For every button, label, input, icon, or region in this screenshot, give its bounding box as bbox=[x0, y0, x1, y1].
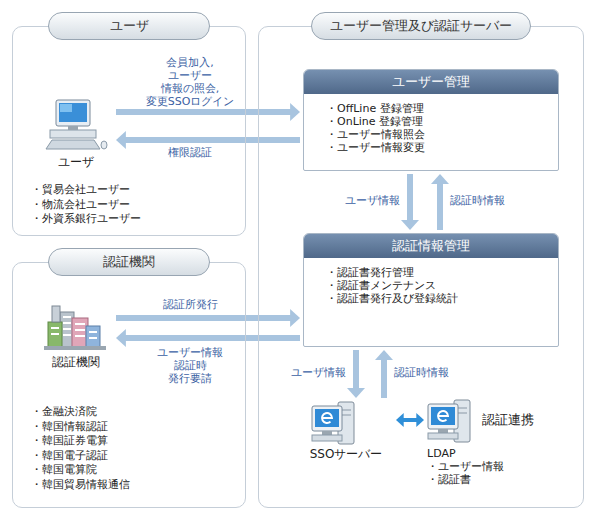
connector-arrow bbox=[116, 329, 300, 347]
icon-node: SSOサーバー bbox=[299, 401, 393, 467]
panel-tab: ユーザ bbox=[48, 12, 210, 40]
icon-label: 認証機関 bbox=[39, 355, 113, 369]
edge-label: 認証時情報 bbox=[448, 194, 507, 207]
bullet-item: ・認証書メンテナンス bbox=[326, 279, 558, 292]
bullet-item: ・OffLine 登録管理 bbox=[326, 102, 558, 115]
annotation-label: 認証連携 bbox=[482, 411, 534, 429]
edge-label: 会員加入, ユーザー 情報の照会, 変更SSOログイン bbox=[144, 56, 237, 108]
panel-tab: ユーザー管理及び認証サーバー bbox=[311, 12, 531, 40]
box-node: 認証情報管理・認証書発行管理・認証書メンテナンス・認証書発行及び登録統計 bbox=[303, 233, 559, 347]
sso-server-icon bbox=[312, 402, 354, 444]
icon-label: ユーザ bbox=[39, 155, 113, 169]
bullet-item: ・金融決済院 bbox=[31, 405, 130, 420]
bullet-item: ・韓国情報認証 bbox=[31, 420, 130, 435]
bullet-item: ・認証書発行及び登録統計 bbox=[326, 292, 558, 305]
edge-label: ユーザ情報 bbox=[343, 194, 402, 207]
box-node: ユーザー管理・OffLine 登録管理・OnLine 登録管理・ユーザー情報照会… bbox=[303, 69, 559, 171]
edge-label: ユーザ情報 bbox=[289, 366, 348, 379]
server-name: LDAP bbox=[427, 447, 504, 460]
bullet-item: ・外資系銀行ユーザー bbox=[31, 212, 141, 227]
connector-arrow bbox=[375, 350, 393, 398]
connector-arrow bbox=[401, 174, 419, 230]
bullet-list: ・金融決済院・韓国情報認証・韓国証券電算・韓国電子認証・韓国電算院・韓国貿易情報… bbox=[31, 405, 130, 492]
box-body: ・OffLine 登録管理・OnLine 登録管理・ユーザー情報照会・ユーザー情… bbox=[304, 94, 558, 154]
box-header: ユーザー管理 bbox=[304, 70, 558, 94]
connector-arrow bbox=[347, 350, 365, 398]
panel-tab: 認証機関 bbox=[48, 248, 210, 276]
computer-icon bbox=[46, 100, 107, 149]
buildings-icon bbox=[44, 306, 106, 350]
connector-arrow bbox=[116, 309, 300, 327]
panel-node: ユーザー管理及び認証サーバーユーザー管理・OffLine 登録管理・OnLine… bbox=[258, 26, 584, 508]
icon-label-text: SSOサーバー bbox=[299, 447, 393, 461]
bullet-list: ・貿易会社ユーザー・物流会社ユーザー・外資系銀行ユーザー bbox=[31, 183, 141, 227]
bullet-item: ・ユーザー情報照会 bbox=[326, 128, 558, 141]
bullet-item: ・韓国証券電算 bbox=[31, 434, 130, 449]
icon-node: 認証機関 bbox=[39, 307, 113, 377]
bullet-item: ・韓国電子認証 bbox=[31, 449, 130, 464]
connector-arrow bbox=[396, 413, 424, 427]
bullet-item: ・認証書発行管理 bbox=[326, 266, 558, 279]
icon-label-text: ユーザ bbox=[39, 155, 113, 169]
bullet-item: ・貿易会社ユーザー bbox=[31, 183, 141, 198]
icon-label-text: 認証機関 bbox=[39, 355, 113, 369]
box-header: 認証情報管理 bbox=[304, 234, 558, 258]
bullet-item: ・韓国貿易情報通信 bbox=[31, 478, 130, 493]
bullet-item: ・認証書 bbox=[427, 473, 504, 486]
bullet-item: ・韓国電算院 bbox=[31, 463, 130, 478]
icon-node: ユーザ bbox=[39, 101, 113, 177]
ldap-server-icon bbox=[428, 400, 470, 442]
bullet-item: ・ユーザー情報変更 bbox=[326, 141, 558, 154]
edge-label: ユーザー情報 認証時 発行要請 bbox=[155, 346, 225, 385]
box-body: ・認証書発行管理・認証書メンテナンス・認証書発行及び登録統計 bbox=[304, 258, 558, 305]
edge-label: 認証所発行 bbox=[161, 298, 220, 311]
edge-label: 認証時情報 bbox=[392, 366, 451, 379]
server-label: LDAP・ユーザー情報・認証書 bbox=[427, 447, 504, 486]
icon-label: SSOサーバー bbox=[299, 447, 393, 461]
edge-label: 権限認証 bbox=[166, 146, 214, 159]
bullet-item: ・物流会社ユーザー bbox=[31, 198, 141, 213]
bullet-item: ・OnLine 登録管理 bbox=[326, 115, 558, 128]
connector-arrow bbox=[431, 174, 449, 230]
bullet-item: ・ユーザー情報 bbox=[427, 460, 504, 473]
